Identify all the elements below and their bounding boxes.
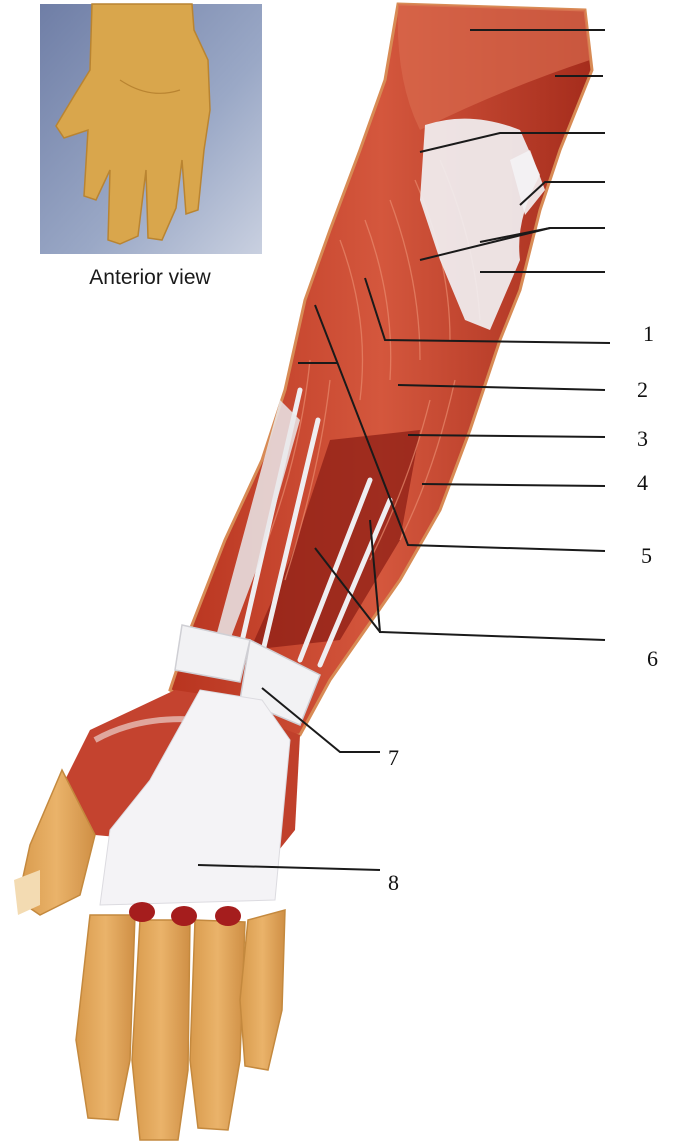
thumbnail-hand: [40, 4, 262, 254]
hand: [14, 690, 300, 1140]
label-4: 4: [637, 472, 648, 494]
label-1: 1: [643, 323, 654, 345]
label-3: 3: [637, 428, 648, 450]
label-8: 8: [388, 872, 399, 894]
label-2: 2: [637, 379, 648, 401]
thumbnail-caption: Anterior view: [40, 266, 260, 290]
label-7: 7: [388, 747, 399, 769]
label-6: 6: [647, 648, 658, 670]
label-5: 5: [641, 545, 652, 567]
